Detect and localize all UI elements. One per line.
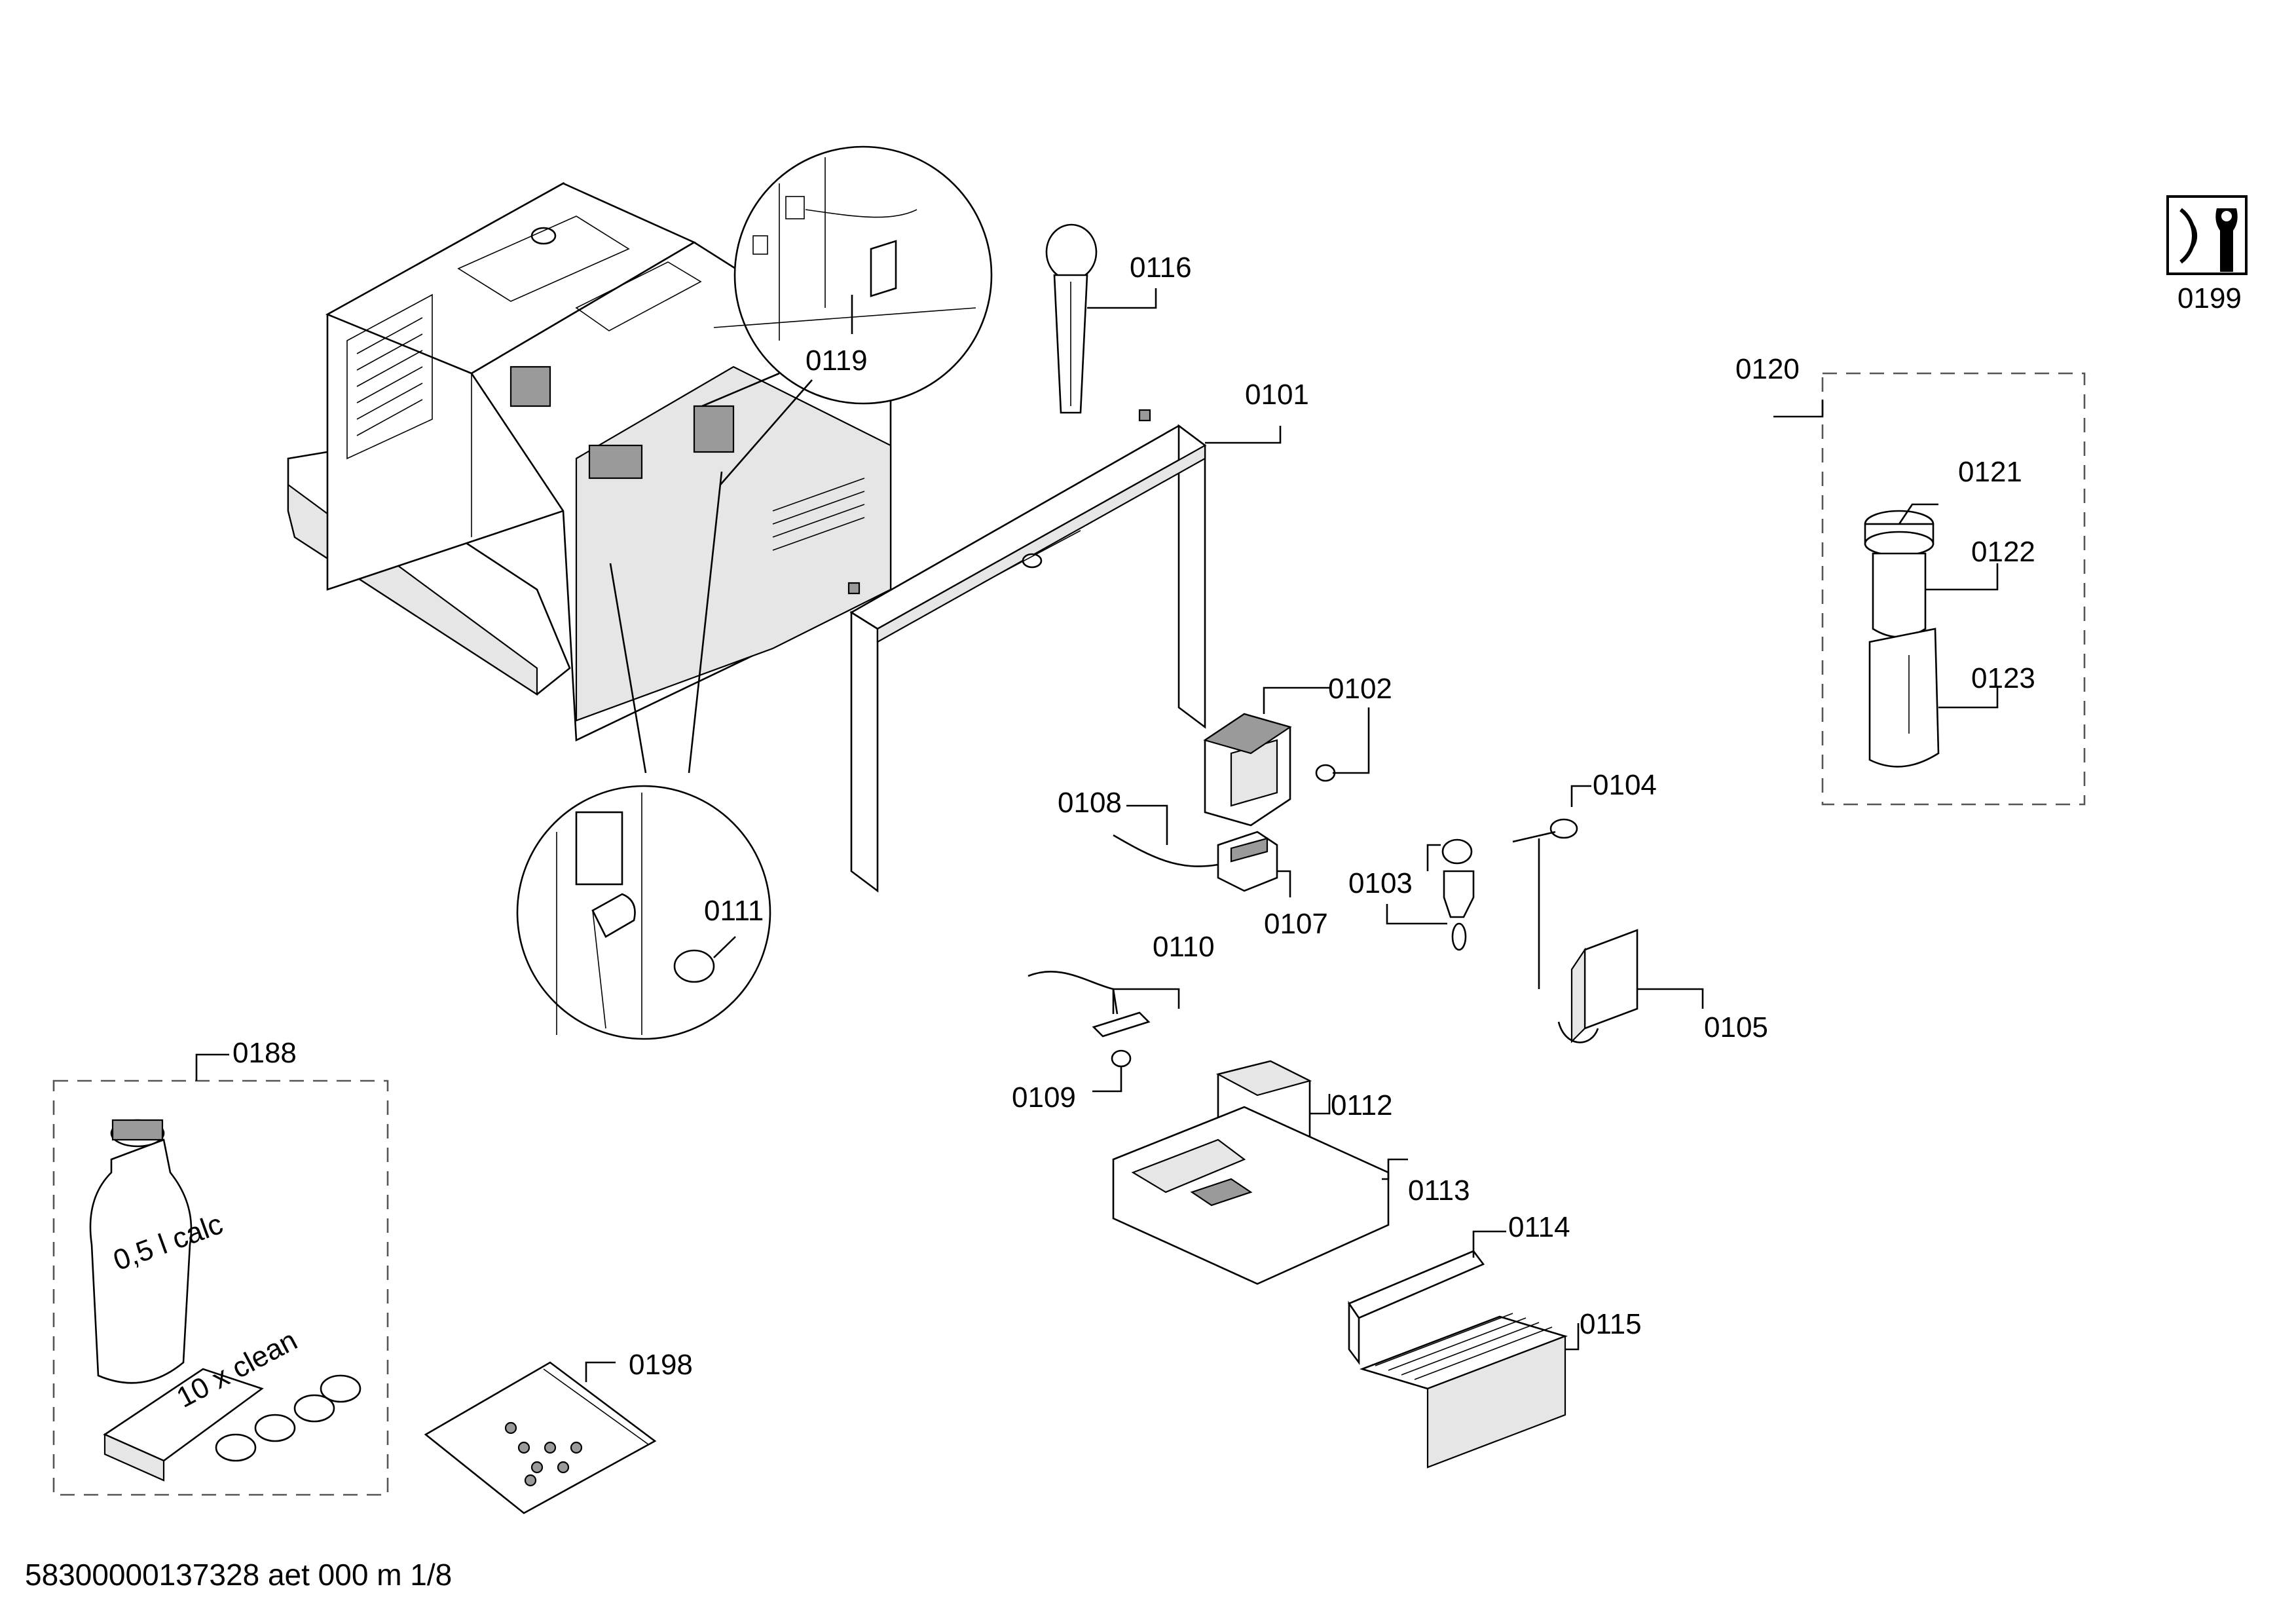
zoom-detail-0119 xyxy=(713,145,993,405)
callout-0113: 0113 xyxy=(1408,1174,1470,1207)
appliance-housing xyxy=(287,181,892,742)
rod-0104 xyxy=(1512,785,1591,989)
callout-0109: 0109 xyxy=(1012,1081,1076,1114)
vent-grille xyxy=(346,293,433,460)
drip-tray-assembly xyxy=(1112,1060,1580,1469)
door-frame-0101 xyxy=(847,409,1282,893)
callout-0110: 0110 xyxy=(1153,931,1215,963)
switch-0107-0108 xyxy=(1113,804,1291,897)
callout-0120: 0120 xyxy=(1735,353,1800,385)
callout-0105: 0105 xyxy=(1704,1011,1768,1043)
callout-0122: 0122 xyxy=(1971,536,2035,568)
callout-0112: 0112 xyxy=(1331,1089,1393,1121)
callout-0107: 0107 xyxy=(1264,908,1328,940)
zoom-detail-0111 xyxy=(516,372,813,1040)
callout-0198: 0198 xyxy=(629,1349,693,1381)
callout-0111: 0111 xyxy=(704,895,764,927)
document-code: 58300000137328 aet 000 m 1/8 xyxy=(25,1558,452,1592)
callout-0123: 0123 xyxy=(1971,662,2035,694)
sensor-0103 xyxy=(1386,838,1475,951)
descaling-kit-0188 xyxy=(52,1053,389,1496)
screw-bag-0198 xyxy=(424,1361,657,1514)
filter-kit-0120 xyxy=(1773,372,2086,806)
callout-0188: 0188 xyxy=(232,1037,297,1069)
callout-0115: 0115 xyxy=(1580,1308,1642,1340)
callout-0103: 0103 xyxy=(1348,867,1413,899)
callout-0116: 0116 xyxy=(1130,252,1192,284)
drip-tray-slats xyxy=(772,478,865,551)
callout-0101: 0101 xyxy=(1245,379,1309,411)
callout-0121: 0121 xyxy=(1958,456,2022,488)
bracket-0105 xyxy=(1557,929,1704,1043)
callout-0102: 0102 xyxy=(1328,673,1392,705)
switch-0102 xyxy=(1203,686,1370,827)
callout-0114: 0114 xyxy=(1508,1211,1570,1243)
service-icon-label: 0199 xyxy=(2177,282,2242,314)
lever-0116 xyxy=(1045,223,1157,414)
callout-0108: 0108 xyxy=(1058,787,1122,819)
callout-0119: 0119 xyxy=(805,345,868,377)
callout-labels: 0101 0102 0103 0104 0105 0107 0108 0109 … xyxy=(232,252,2242,1381)
callout-0104: 0104 xyxy=(1593,769,1657,801)
wrench-service-icon xyxy=(2166,195,2248,275)
cable-0110-0109 xyxy=(1028,970,1180,1093)
